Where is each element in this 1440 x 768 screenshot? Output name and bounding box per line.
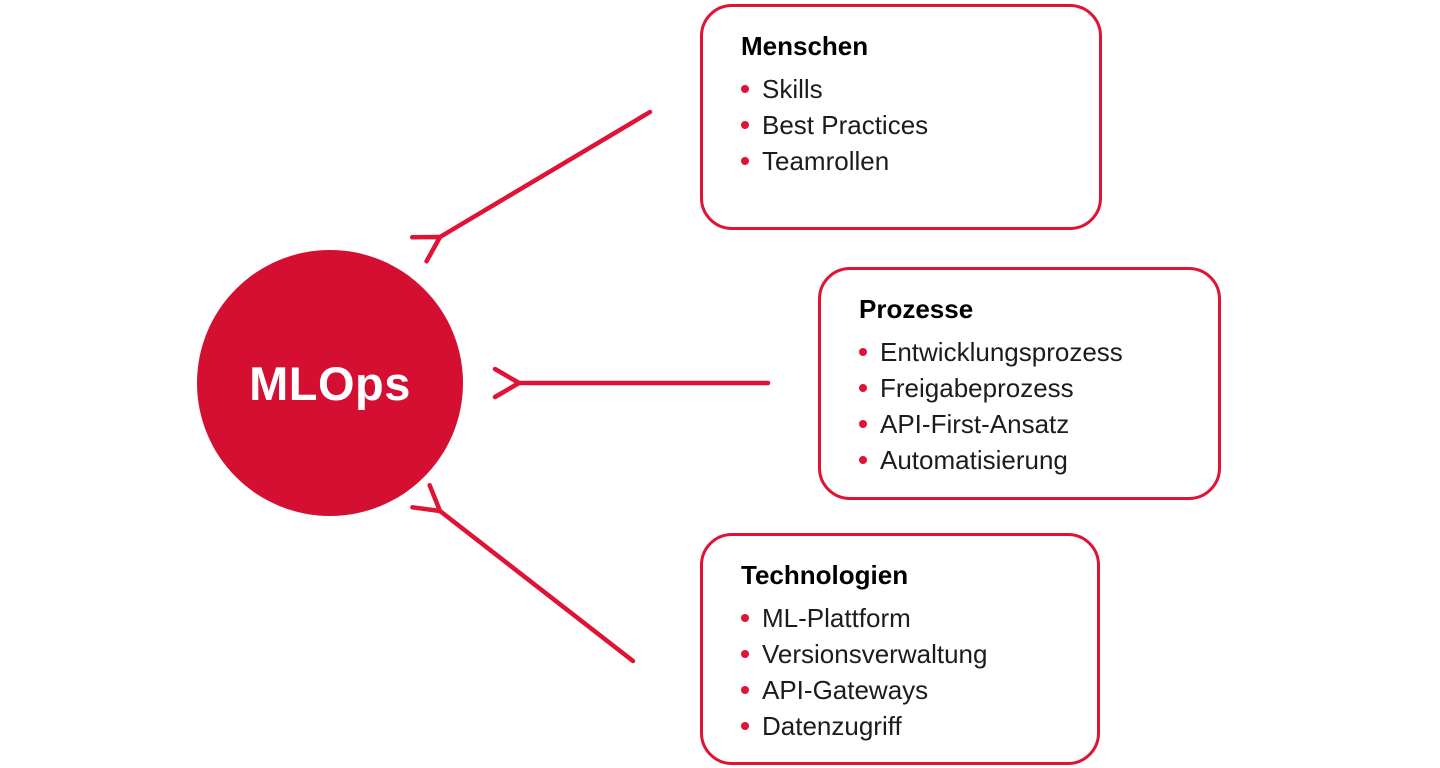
- list-item-label: Freigabeprozess: [880, 373, 1074, 403]
- list-item: Skills: [741, 71, 1069, 107]
- list-item-label: Skills: [762, 74, 823, 104]
- list-item-label: Datenzugriff: [762, 711, 902, 741]
- list-item: Entwicklungsprozess: [859, 334, 1188, 370]
- list-item-label: API-Gateways: [762, 675, 929, 705]
- box-prozesse-list: Entwicklungsprozess Freigabeprozess API-…: [859, 334, 1188, 478]
- bullet-dot-icon: [741, 686, 749, 694]
- mlops-circle: MLOps: [197, 250, 463, 516]
- list-item: Teamrollen: [741, 143, 1069, 179]
- list-item: Datenzugriff: [741, 708, 1067, 744]
- box-prozesse-title: Prozesse: [859, 294, 974, 324]
- list-item-label: ML-Plattform: [762, 603, 911, 633]
- arrow-technologien-to-mlops: [440, 511, 636, 664]
- bullet-dot-icon: [859, 384, 867, 392]
- box-prozesse: Prozesse Entwicklungsprozess Freigabepro…: [818, 267, 1221, 500]
- bullet-dot-icon: [859, 456, 867, 464]
- bullet-dot-icon: [859, 420, 867, 428]
- list-item-label: API-First-Ansatz: [880, 409, 1070, 439]
- bullet-dot-icon: [741, 722, 749, 730]
- list-item-label: Best Practices: [762, 110, 929, 140]
- box-menschen-title: Menschen: [741, 31, 869, 61]
- list-item: Freigabeprozess: [859, 370, 1188, 406]
- box-technologien-title: Technologien: [741, 560, 909, 590]
- list-item: API-First-Ansatz: [859, 406, 1188, 442]
- list-item: Automatisierung: [859, 442, 1188, 478]
- arrow-menschen-to-mlops: [440, 109, 653, 237]
- bullet-dot-icon: [741, 157, 749, 165]
- box-technologien: Technologien ML-Plattform Versionsverwal…: [700, 533, 1100, 765]
- list-item-label: Versionsverwaltung: [762, 639, 988, 669]
- box-menschen: Menschen Skills Best Practices Teamrolle…: [700, 4, 1102, 230]
- box-technologien-list: ML-Plattform Versionsverwaltung API-Gate…: [741, 600, 1067, 744]
- list-item-label: Entwicklungsprozess: [880, 337, 1123, 367]
- bullet-dot-icon: [741, 121, 749, 129]
- box-menschen-list: Skills Best Practices Teamrollen: [741, 71, 1069, 179]
- list-item: Best Practices: [741, 107, 1069, 143]
- bullet-dot-icon: [741, 650, 749, 658]
- bullet-dot-icon: [859, 348, 867, 356]
- list-item: API-Gateways: [741, 672, 1067, 708]
- list-item-label: Automatisierung: [880, 445, 1068, 475]
- bullet-dot-icon: [741, 85, 749, 93]
- mlops-circle-label: MLOps: [249, 356, 411, 410]
- list-item-label: Teamrollen: [762, 146, 890, 176]
- list-item: Versionsverwaltung: [741, 636, 1067, 672]
- list-item: ML-Plattform: [741, 600, 1067, 636]
- bullet-dot-icon: [741, 614, 749, 622]
